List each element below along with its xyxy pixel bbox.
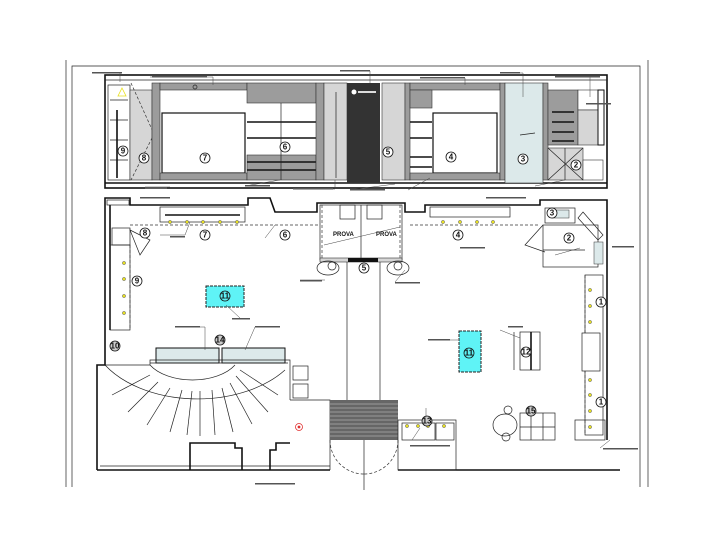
plan-number-2: 2: [563, 232, 575, 244]
area-number: 7: [203, 231, 208, 240]
cash-counter-area: [524, 207, 604, 268]
area-number: 5: [362, 264, 367, 273]
plan-number-7: 7: [199, 229, 211, 241]
plan-number-5: 5: [358, 262, 370, 274]
elevation-number-2: 2: [570, 159, 582, 171]
wall-elevation: 9 8 7 6 5 4 3 2: [92, 70, 611, 191]
area-number: 10: [111, 342, 120, 351]
elevation-section-3: [504, 82, 544, 184]
bench: [155, 347, 220, 364]
armchair-icon: [316, 260, 340, 276]
elevation-number-5: 5: [382, 146, 394, 158]
shelving-unit: [519, 331, 541, 371]
section-number: 6: [283, 143, 288, 152]
elevation-section-7: [159, 82, 248, 181]
elevation-section-4: [409, 82, 501, 181]
person-figure-icon: [492, 413, 518, 437]
bench: [221, 347, 286, 364]
store-floor-plan: PROVA PROVA: [96, 197, 638, 490]
area-number: 13: [423, 417, 432, 426]
area-number: 8: [143, 229, 148, 238]
plan-number-8: 8: [139, 227, 151, 239]
room-label-prova: PROVA: [376, 232, 398, 238]
elevation-section-9: [107, 84, 131, 181]
area-number: 11: [221, 292, 230, 301]
elevation-section-5: [347, 82, 406, 183]
plan-number-9: 9: [131, 275, 143, 287]
elevation-number-9: 9: [117, 145, 129, 157]
plan-number-15: 15: [525, 405, 537, 417]
section-number: 3: [521, 155, 526, 164]
room-label-prova: PROVA: [333, 232, 355, 238]
section-number: 8: [142, 154, 147, 163]
plan-number-11: 11: [219, 290, 231, 302]
display-table: [205, 285, 245, 308]
area-number: 11: [465, 349, 474, 358]
elevation-number-7: 7: [199, 152, 211, 164]
brand-logo-icon: [351, 89, 357, 95]
plan-number-1: 1: [595, 296, 607, 308]
area-number: 9: [135, 277, 140, 286]
sheet-frame: [65, 60, 649, 487]
area-number: 3: [550, 209, 555, 218]
area-number: 15: [527, 407, 536, 416]
plan-number-10: 10: [109, 340, 121, 352]
plan-number-11b: 11: [463, 347, 475, 359]
armchair-icon: [386, 260, 410, 276]
plan-number-4: 4: [452, 229, 464, 241]
fitting-rooms: PROVA PROVA: [316, 204, 410, 400]
plan-number-14: 14: [214, 334, 226, 346]
elevation-section-2: [547, 89, 605, 181]
elevation-number-4: 4: [445, 151, 457, 163]
fire-extinguisher-icon: [295, 423, 303, 431]
elevation-number-8: 8: [138, 152, 150, 164]
elevation-section-8: [129, 82, 155, 181]
display-table: [458, 330, 482, 373]
plan-number-13: 13: [421, 415, 433, 427]
area-number: 14: [216, 336, 225, 345]
section-number: 7: [203, 154, 208, 163]
spiral-staircase: [104, 359, 291, 470]
plan-number-6: 6: [279, 229, 291, 241]
seating-area: [492, 405, 556, 442]
section-number: 5: [386, 148, 391, 157]
area-number: 12: [522, 348, 531, 357]
entrance-steps: [329, 400, 399, 490]
area-number: 4: [456, 231, 461, 240]
plan-number-12: 12: [520, 346, 532, 358]
area-number: 6: [283, 231, 288, 240]
area-number: 1: [599, 398, 604, 407]
plan-number-3: 3: [546, 207, 558, 219]
section-number: 4: [449, 153, 454, 162]
elevation-number-3: 3: [517, 153, 529, 165]
section-number: 2: [574, 161, 579, 170]
plan-number-1b: 1: [595, 396, 607, 408]
section-number: 9: [121, 147, 126, 156]
elevation-number-6: 6: [279, 141, 291, 153]
area-number: 2: [567, 234, 572, 243]
elevation-section-6: [246, 82, 317, 181]
area-number: 1: [599, 298, 604, 307]
